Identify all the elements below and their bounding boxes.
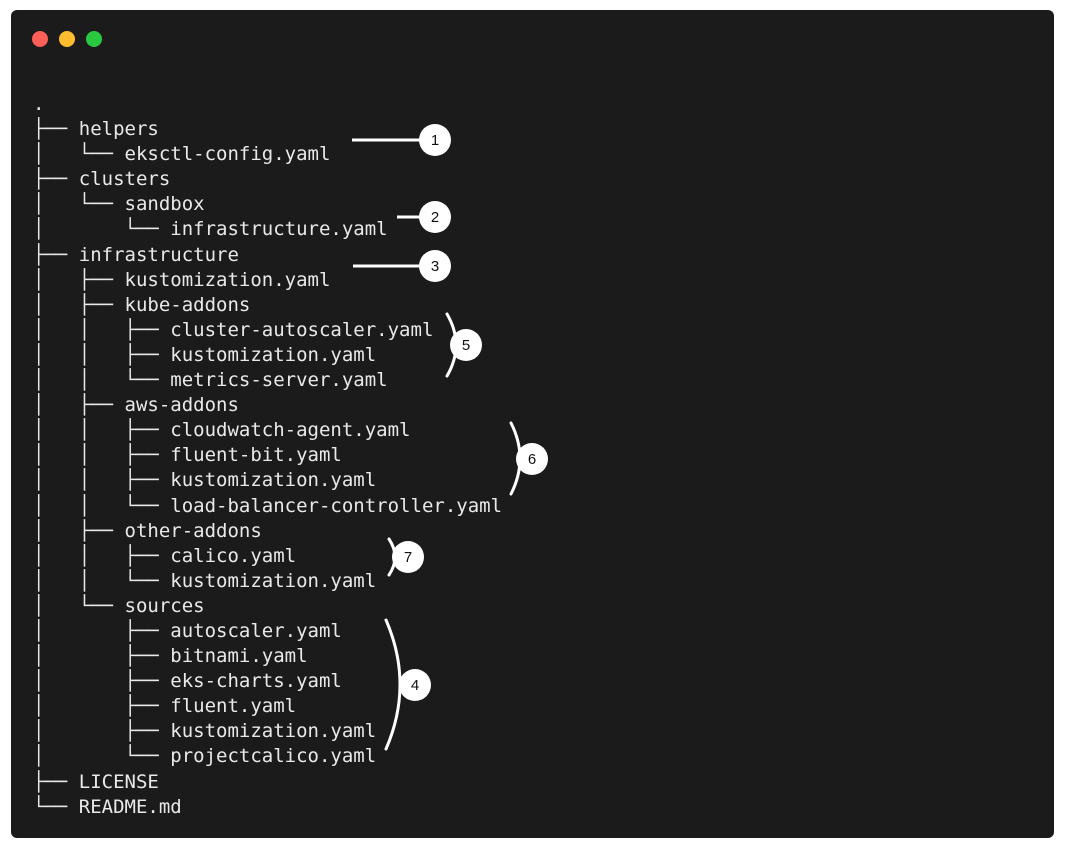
tree-item-name[interactable]: fluent.yaml — [170, 695, 297, 718]
tree-branch-connector: │ ├── — [33, 670, 171, 693]
tree-branch-connector: │ │ ├── — [33, 444, 171, 467]
tree-item[interactable]: │ └── sources — [33, 594, 502, 619]
tree-item[interactable]: │ │ ├── cluster-autoscaler.yaml — [33, 318, 502, 343]
tree-item[interactable]: └── README.md — [33, 795, 502, 820]
tree-item-name[interactable]: kube-addons — [124, 293, 251, 316]
tree-item[interactable]: │ └── infrastructure.yaml — [33, 217, 502, 242]
tree-item-name[interactable]: sources — [124, 594, 205, 617]
tree-item[interactable]: │ │ ├── cloudwatch-agent.yaml — [33, 418, 502, 443]
tree-item-name[interactable]: cloudwatch-agent.yaml — [170, 419, 411, 442]
tree-item-name[interactable]: kustomization.yaml — [170, 469, 377, 492]
tree-item-name[interactable]: LICENSE — [78, 770, 159, 793]
tree-item[interactable]: │ │ └── metrics-server.yaml — [33, 368, 502, 393]
tree-item-name[interactable]: helpers — [78, 118, 159, 141]
tree-branch-connector: │ │ ├── — [33, 318, 171, 341]
tree-branch-connector: │ ├── — [33, 519, 125, 542]
tree-item[interactable]: │ ├── other-addons — [33, 519, 502, 544]
tree-item[interactable]: ├── infrastructure — [33, 243, 502, 268]
tree-item[interactable]: │ ├── kube-addons — [33, 293, 502, 318]
tree-branch-connector: ├── — [33, 770, 79, 793]
tree-branch-connector: │ └── — [33, 218, 171, 241]
tree-item[interactable]: │ └── sandbox — [33, 192, 502, 217]
tree-branch-connector: │ ├── — [33, 394, 125, 417]
tree-branch-connector: ├── — [33, 118, 79, 141]
tree-branch-connector: │ ├── — [33, 695, 171, 718]
tree-branch-connector: │ ├── — [33, 268, 125, 291]
tree-item[interactable]: ├── LICENSE — [33, 770, 502, 795]
tree-branch-connector: │ │ └── — [33, 494, 171, 517]
tree-item[interactable]: │ │ ├── kustomization.yaml — [33, 343, 502, 368]
maximize-window-icon[interactable] — [86, 31, 102, 47]
tree-item[interactable]: │ │ ├── fluent-bit.yaml — [33, 443, 502, 468]
close-window-icon[interactable] — [32, 31, 48, 47]
tree-branch-connector: └── — [33, 795, 79, 818]
tree-item[interactable]: . — [33, 92, 502, 117]
tree-branch-connector: │ └── — [33, 193, 125, 216]
tree-item-name[interactable]: autoscaler.yaml — [170, 619, 342, 642]
tree-item-name[interactable]: sandbox — [124, 193, 205, 216]
directory-tree: .├── helpers│ └── eksctl-config.yaml├── … — [33, 92, 502, 820]
tree-branch-connector: │ └── — [33, 745, 171, 768]
tree-item[interactable]: │ │ └── load-balancer-controller.yaml — [33, 494, 502, 519]
tree-branch-connector: │ │ └── — [33, 369, 171, 392]
tree-branch-connector: │ └── — [33, 143, 125, 166]
tree-branch-connector: │ │ └── — [33, 569, 171, 592]
tree-branch-connector: │ │ ├── — [33, 419, 171, 442]
tree-item-name[interactable]: infrastructure.yaml — [170, 218, 388, 241]
minimize-window-icon[interactable] — [59, 31, 75, 47]
tree-item-name[interactable]: calico.yaml — [170, 544, 297, 567]
tree-item-name[interactable]: kustomization.yaml — [170, 343, 377, 366]
tree-item-name[interactable]: . — [33, 93, 45, 115]
tree-item-name[interactable]: eks-charts.yaml — [170, 670, 342, 693]
tree-item-name[interactable]: clusters — [78, 168, 171, 191]
tree-item-name[interactable]: kustomization.yaml — [170, 720, 377, 743]
tree-item[interactable]: │ │ └── kustomization.yaml — [33, 569, 502, 594]
tree-item-name[interactable]: aws-addons — [124, 394, 239, 417]
terminal-window: .├── helpers│ └── eksctl-config.yaml├── … — [11, 10, 1054, 838]
tree-item-name[interactable]: README.md — [78, 795, 182, 818]
tree-item[interactable]: │ └── eksctl-config.yaml — [33, 142, 502, 167]
tree-item-name[interactable]: projectcalico.yaml — [170, 745, 377, 768]
tree-item-name[interactable]: fluent-bit.yaml — [170, 444, 342, 467]
tree-item-name[interactable]: metrics-server.yaml — [170, 369, 388, 392]
tree-item[interactable]: │ ├── kustomization.yaml — [33, 719, 502, 744]
tree-item[interactable]: │ │ ├── calico.yaml — [33, 544, 502, 569]
tree-item[interactable]: │ └── projectcalico.yaml — [33, 744, 502, 769]
tree-branch-connector: │ ├── — [33, 293, 125, 316]
tree-item-name[interactable]: kustomization.yaml — [124, 268, 331, 291]
tree-item-name[interactable]: infrastructure — [78, 243, 239, 266]
tree-item[interactable]: ├── clusters — [33, 167, 502, 192]
tree-branch-connector: ├── — [33, 168, 79, 191]
tree-item[interactable]: │ ├── eks-charts.yaml — [33, 669, 502, 694]
tree-item-name[interactable]: eksctl-config.yaml — [124, 143, 331, 166]
tree-item-name[interactable]: other-addons — [124, 519, 262, 542]
tree-item[interactable]: │ ├── autoscaler.yaml — [33, 619, 502, 644]
tree-item-name[interactable]: cluster-autoscaler.yaml — [170, 318, 434, 341]
tree-branch-connector: ├── — [33, 243, 79, 266]
tree-branch-connector: │ │ ├── — [33, 469, 171, 492]
tree-item-name[interactable]: kustomization.yaml — [170, 569, 377, 592]
tree-item[interactable]: ├── helpers — [33, 117, 502, 142]
tree-item[interactable]: │ ├── kustomization.yaml — [33, 268, 502, 293]
tree-item-name[interactable]: load-balancer-controller.yaml — [170, 494, 503, 517]
tree-item[interactable]: │ │ ├── kustomization.yaml — [33, 468, 502, 493]
tree-item[interactable]: │ ├── fluent.yaml — [33, 694, 502, 719]
tree-item-name[interactable]: bitnami.yaml — [170, 645, 308, 668]
tree-branch-connector: │ │ ├── — [33, 343, 171, 366]
tree-branch-connector: │ │ ├── — [33, 544, 171, 567]
tree-branch-connector: │ ├── — [33, 720, 171, 743]
tree-branch-connector: │ ├── — [33, 645, 171, 668]
tree-item[interactable]: │ ├── aws-addons — [33, 393, 502, 418]
tree-branch-connector: │ └── — [33, 594, 125, 617]
tree-branch-connector: │ ├── — [33, 619, 171, 642]
tree-item[interactable]: │ ├── bitnami.yaml — [33, 644, 502, 669]
